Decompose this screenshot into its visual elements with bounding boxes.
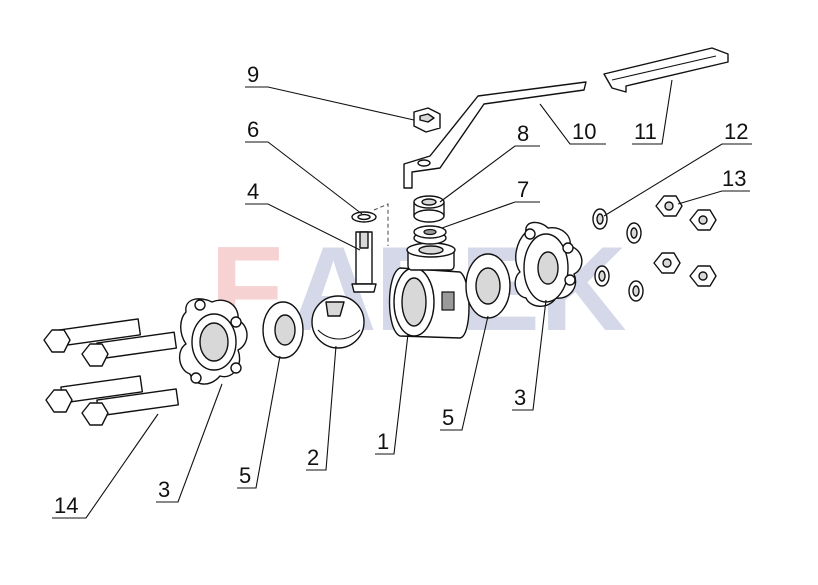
part-9-nut: [413, 107, 441, 133]
part-5-left-seat: [262, 301, 304, 359]
part-10-lever-handle: [403, 81, 587, 189]
label-part-14: 14: [54, 493, 78, 518]
leader-3b: [512, 299, 547, 411]
part-11-handle-sleeve: [603, 47, 729, 93]
bolt: [43, 318, 142, 353]
label-part-3-right: 3: [514, 385, 526, 410]
leader-11: [632, 79, 673, 145]
part-7-packing: [413, 225, 447, 245]
hex-nut: [689, 209, 717, 231]
part-1-valve-body: [388, 242, 470, 339]
leader-10: [539, 103, 606, 145]
label-part-13: 13: [722, 166, 746, 191]
leader-14: [52, 413, 159, 519]
part-8-gland-nut: [413, 195, 445, 223]
part-6-o-ring: [351, 211, 377, 223]
leader-12: [603, 143, 752, 217]
leader-2: [306, 345, 337, 471]
label-part-5-right: 5: [442, 405, 454, 430]
part-3-left-flange: [179, 298, 248, 385]
leader-3a: [156, 383, 223, 503]
leader-13: [677, 190, 750, 205]
label-part-12: 12: [724, 119, 748, 144]
hex-nut: [655, 195, 683, 217]
leader-4: [245, 203, 361, 251]
part-14-bolts: [43, 318, 180, 426]
label-part-1: 1: [377, 429, 389, 454]
part-2-ball: [311, 295, 365, 349]
part-4-stem: [351, 231, 377, 293]
part-12-washers: [592, 208, 644, 302]
part-labels: 9 6 4 8 7 10 11 12 13 2 1 5 3 5 3 14: [54, 62, 748, 518]
leader-8: [439, 145, 540, 203]
label-part-7: 7: [517, 177, 529, 202]
label-part-2: 2: [307, 445, 319, 470]
label-part-9: 9: [247, 62, 259, 87]
leader-lines: [52, 79, 752, 519]
leader-7: [441, 201, 540, 229]
bolt: [81, 331, 178, 367]
label-part-10: 10: [572, 119, 596, 144]
label-part-3-left: 3: [158, 477, 170, 502]
part-3-right-flange: [514, 221, 583, 307]
bolt: [81, 388, 180, 426]
label-part-8: 8: [517, 121, 529, 146]
bolt: [45, 375, 144, 413]
leader-6: [245, 141, 363, 215]
leader-9: [245, 86, 415, 121]
leader-1: [375, 333, 409, 455]
hex-nut: [653, 252, 681, 274]
part-13-hex-nuts: [653, 195, 717, 287]
label-part-6: 6: [247, 117, 259, 142]
label-part-4: 4: [247, 179, 259, 204]
label-part-11: 11: [634, 119, 657, 144]
leader-5a: [237, 355, 281, 489]
label-part-5-left: 5: [239, 463, 251, 488]
leader-5b: [440, 315, 489, 431]
part-5-right-seat: [465, 253, 511, 319]
hex-nut: [689, 265, 717, 287]
assembly-dashed-line: [373, 203, 389, 246]
